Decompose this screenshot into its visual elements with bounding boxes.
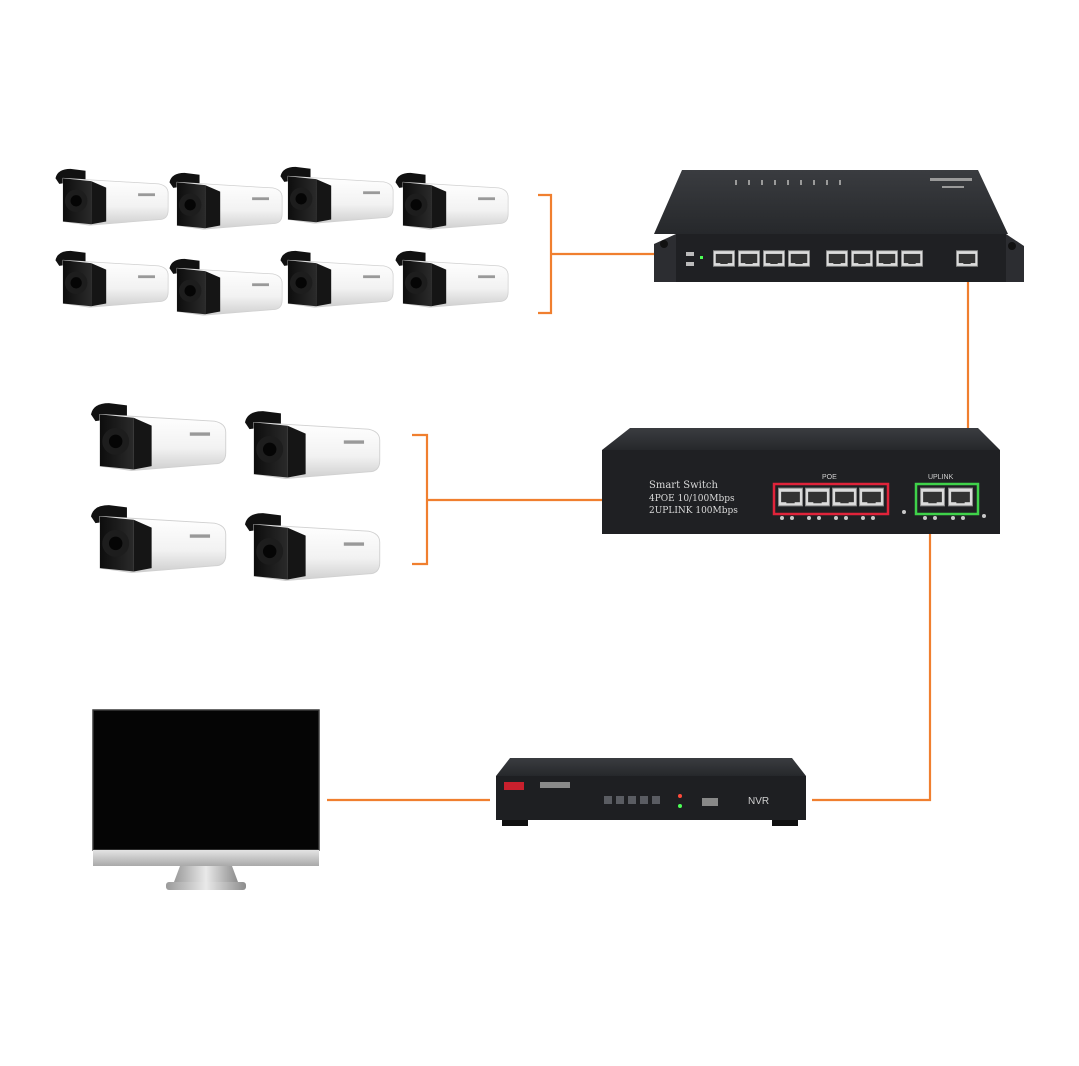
nvr-label: NVR: [748, 796, 769, 807]
ethernet-port-icon: [832, 487, 857, 507]
camera-icon: [395, 172, 509, 230]
ethernet-port-icon: [826, 250, 848, 267]
cable-smart-switch-to-nvr: [812, 510, 932, 802]
smart-switch-spec-uplink: 2UPLINK 100Mbps: [649, 506, 738, 516]
camera-icon: [55, 250, 169, 308]
camera-icon: [169, 258, 283, 316]
camera-bank-middle: [90, 402, 381, 582]
camera-icon: [169, 172, 283, 230]
ethernet-port-icon: [851, 250, 873, 267]
uplink-port-highlight: [914, 482, 980, 516]
ethernet-port-icon: [763, 250, 785, 267]
ethernet-port-icon: [859, 487, 884, 507]
ethernet-port-icon: [805, 487, 830, 507]
bracket-middle-cameras: [412, 433, 429, 566]
ethernet-port-icon: [920, 487, 945, 507]
camera-icon: [280, 166, 394, 224]
camera-icon: [395, 250, 509, 308]
smart-switch-title: Smart Switch: [649, 480, 719, 491]
camera-icon: [90, 402, 227, 472]
camera-icon: [244, 410, 381, 480]
ethernet-port-icon: [901, 250, 923, 267]
smart-switch: Smart Switch 4POE 10/100Mbps 2UPLINK 100…: [602, 428, 1000, 534]
ethernet-port-icon: [876, 250, 898, 267]
monitor: [92, 709, 320, 890]
bracket-top-cameras: [538, 193, 553, 315]
brand-logo: [504, 782, 524, 790]
poe-switch-top: [654, 170, 1024, 282]
poe-port-highlight: [772, 482, 890, 516]
ethernet-port-icon: [713, 250, 735, 267]
uplink-label: UPLINK: [928, 474, 954, 481]
status-leds: [780, 510, 986, 520]
camera-icon: [280, 250, 394, 308]
camera-bank-top: [55, 166, 509, 316]
ethernet-port-icon: [778, 487, 803, 507]
smart-switch-spec-poe: 4POE 10/100Mbps: [649, 494, 735, 504]
camera-icon: [244, 512, 381, 582]
ethernet-port-icon: [788, 250, 810, 267]
uplink-port-icon: [956, 250, 978, 267]
nvr-recorder: NVR: [496, 758, 806, 826]
poe-label: POE: [822, 474, 837, 481]
camera-icon: [90, 504, 227, 574]
camera-icon: [55, 168, 169, 226]
ethernet-port-icon: [738, 250, 760, 267]
ethernet-port-icon: [948, 487, 973, 507]
